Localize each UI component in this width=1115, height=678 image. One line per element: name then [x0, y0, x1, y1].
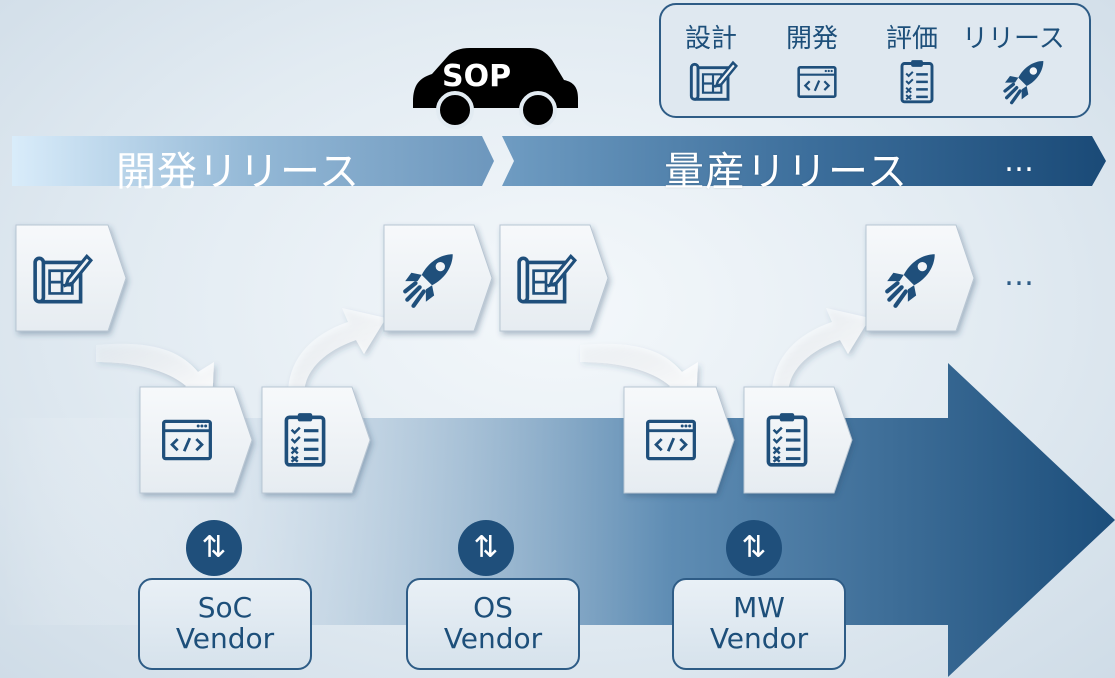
vendor-name-os: OS	[473, 591, 513, 624]
legend-box	[659, 3, 1091, 118]
legend-label-release: リリース	[962, 24, 1065, 54]
legend-label-dev: 開発	[786, 24, 839, 54]
sop-car-icon	[413, 48, 578, 129]
row-ellipsis: …	[1004, 258, 1038, 293]
exchange-arrows-icon: ⇅	[186, 520, 242, 576]
vendor-label-mw: Vendor	[709, 622, 809, 655]
legend-label-eval: 評価	[886, 24, 939, 54]
arrow-eval-to-release-2	[772, 308, 870, 395]
vendor-name-mw: MW	[733, 591, 785, 624]
vendor-label-soc: Vendor	[175, 622, 275, 655]
vendor-name-soc: SoC	[197, 591, 253, 624]
tile-dev-2	[623, 386, 735, 494]
prod-release-banner	[502, 136, 1106, 186]
vendor-box-os: OS Vendor	[406, 578, 580, 670]
arrow-eval-to-release-1	[288, 308, 386, 395]
vendor-label-os: Vendor	[443, 622, 543, 655]
exchange-arrows-icon: ⇅	[458, 520, 514, 576]
prod-release-label: 量産リリース	[664, 149, 908, 195]
legend-label-design: 設計	[685, 24, 738, 54]
exchange-arrows-icon: ⇅	[726, 520, 782, 576]
banner-ellipsis: …	[1004, 144, 1038, 179]
sop-label: SOP	[442, 59, 512, 94]
vendor-box-soc: SoC Vendor	[138, 578, 312, 670]
vendor-box-mw: MW Vendor	[672, 578, 846, 670]
dev-release-banner	[12, 136, 494, 186]
dev-release-label: 開発リリース	[116, 149, 360, 195]
